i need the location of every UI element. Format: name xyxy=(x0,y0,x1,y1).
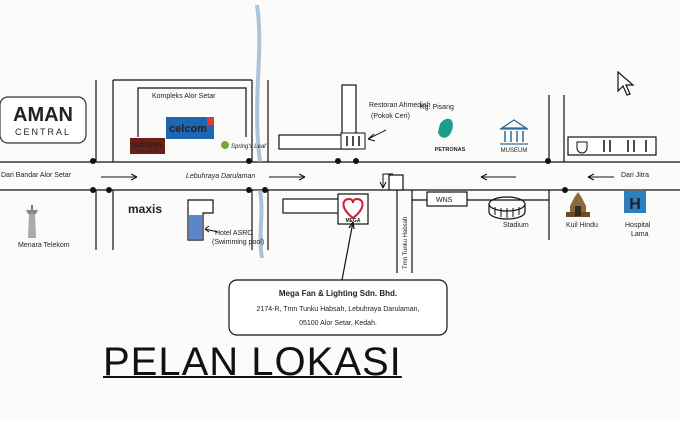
hospital-label-1: Hospital xyxy=(625,222,651,229)
oldtown-text: OLDTOWN xyxy=(132,143,163,149)
oldtown-logo: OLDTOWN WHITE COFFEE xyxy=(130,138,165,154)
cafe-icons xyxy=(576,140,647,154)
hotel-arrow xyxy=(204,225,219,233)
menara-telekom-icon xyxy=(26,205,38,238)
hospital-label-2: Lama xyxy=(631,231,649,238)
aman-central-logo: AMAN CENTRAL xyxy=(0,96,87,144)
river xyxy=(255,5,264,258)
svg-text:H: H xyxy=(629,196,641,213)
mega-logo: MEGA xyxy=(337,193,369,225)
museum-text: MUSEUM xyxy=(501,148,528,154)
restaurant-icon xyxy=(340,132,366,150)
celcom-text: celcom xyxy=(169,123,207,135)
hospital-icon: H xyxy=(624,191,646,213)
from-west-label: Dari Bandar Alor Setar xyxy=(1,172,72,179)
hotel-asrc-block xyxy=(187,199,214,241)
museum-icon: MUSEUM xyxy=(499,119,529,154)
main-road xyxy=(0,161,680,191)
kg-pisang-label: Kg. Pisang xyxy=(420,104,454,111)
page-title: PELAN LOKASI xyxy=(103,340,402,384)
wns-box xyxy=(426,191,468,207)
address-company: Mega Fan & Lighting Sdn. Bhd. xyxy=(279,289,397,298)
mega-text: MEGA xyxy=(346,218,361,224)
maxis-text: maxis xyxy=(128,202,162,216)
celcom-logo: celcom xyxy=(166,117,214,139)
side-roads xyxy=(95,79,565,273)
kuil-hindu-icon xyxy=(566,192,590,217)
restoran-label-1: Restoran Ahmediah xyxy=(369,102,431,109)
springs-leaf-text: Spring's Leaf xyxy=(231,144,267,150)
springs-leaf-logo: Spring's Leaf xyxy=(221,141,267,150)
menara-telekom-label: Menara Telekom xyxy=(18,242,70,249)
stadium-label: Stadium xyxy=(503,222,529,229)
aman-top-text: AMAN xyxy=(13,104,73,126)
hotel-label-1: Hotel ASRC xyxy=(215,230,252,237)
maxis-logo: maxis xyxy=(128,202,162,216)
wns-label: WNS xyxy=(436,197,453,204)
aman-bottom-text: CENTRAL xyxy=(15,127,71,137)
junction-dots xyxy=(90,158,568,193)
stadium-icon xyxy=(488,196,526,220)
address-line-1: 2174-R, Tmn Tunku Habsah, Lebuhraya Daru… xyxy=(257,306,420,313)
tmn-label: Tmn Tunku Habsah xyxy=(403,217,409,269)
mouse-cursor-icon xyxy=(617,71,635,96)
from-east-label: Dari Jitra xyxy=(621,172,649,179)
address-line-2: 05100 Alor Setar, Kedah. xyxy=(299,320,377,327)
hotel-label-2: (Swimming pool) xyxy=(212,239,264,246)
address-callout: Mega Fan & Lighting Sdn. Bhd. 2174-R, Tm… xyxy=(228,221,448,336)
restoran-label-2: (Pokok Ceri) xyxy=(371,113,410,120)
main-road-label: Lebuhraya Darulaman xyxy=(186,173,255,180)
kuil-hindu-label: Kuil Hindu xyxy=(566,222,598,229)
oldtown-sub-text: WHITE COFFEE xyxy=(136,149,159,153)
petronas-text: PETRONAS xyxy=(435,147,466,153)
petronas-logo: PETRONAS xyxy=(435,118,466,153)
restoran-arrow xyxy=(367,129,387,142)
kompleks-label: Kompleks Alor Setar xyxy=(152,93,216,100)
road-blocks xyxy=(278,84,657,214)
direction-arrows xyxy=(101,173,614,189)
